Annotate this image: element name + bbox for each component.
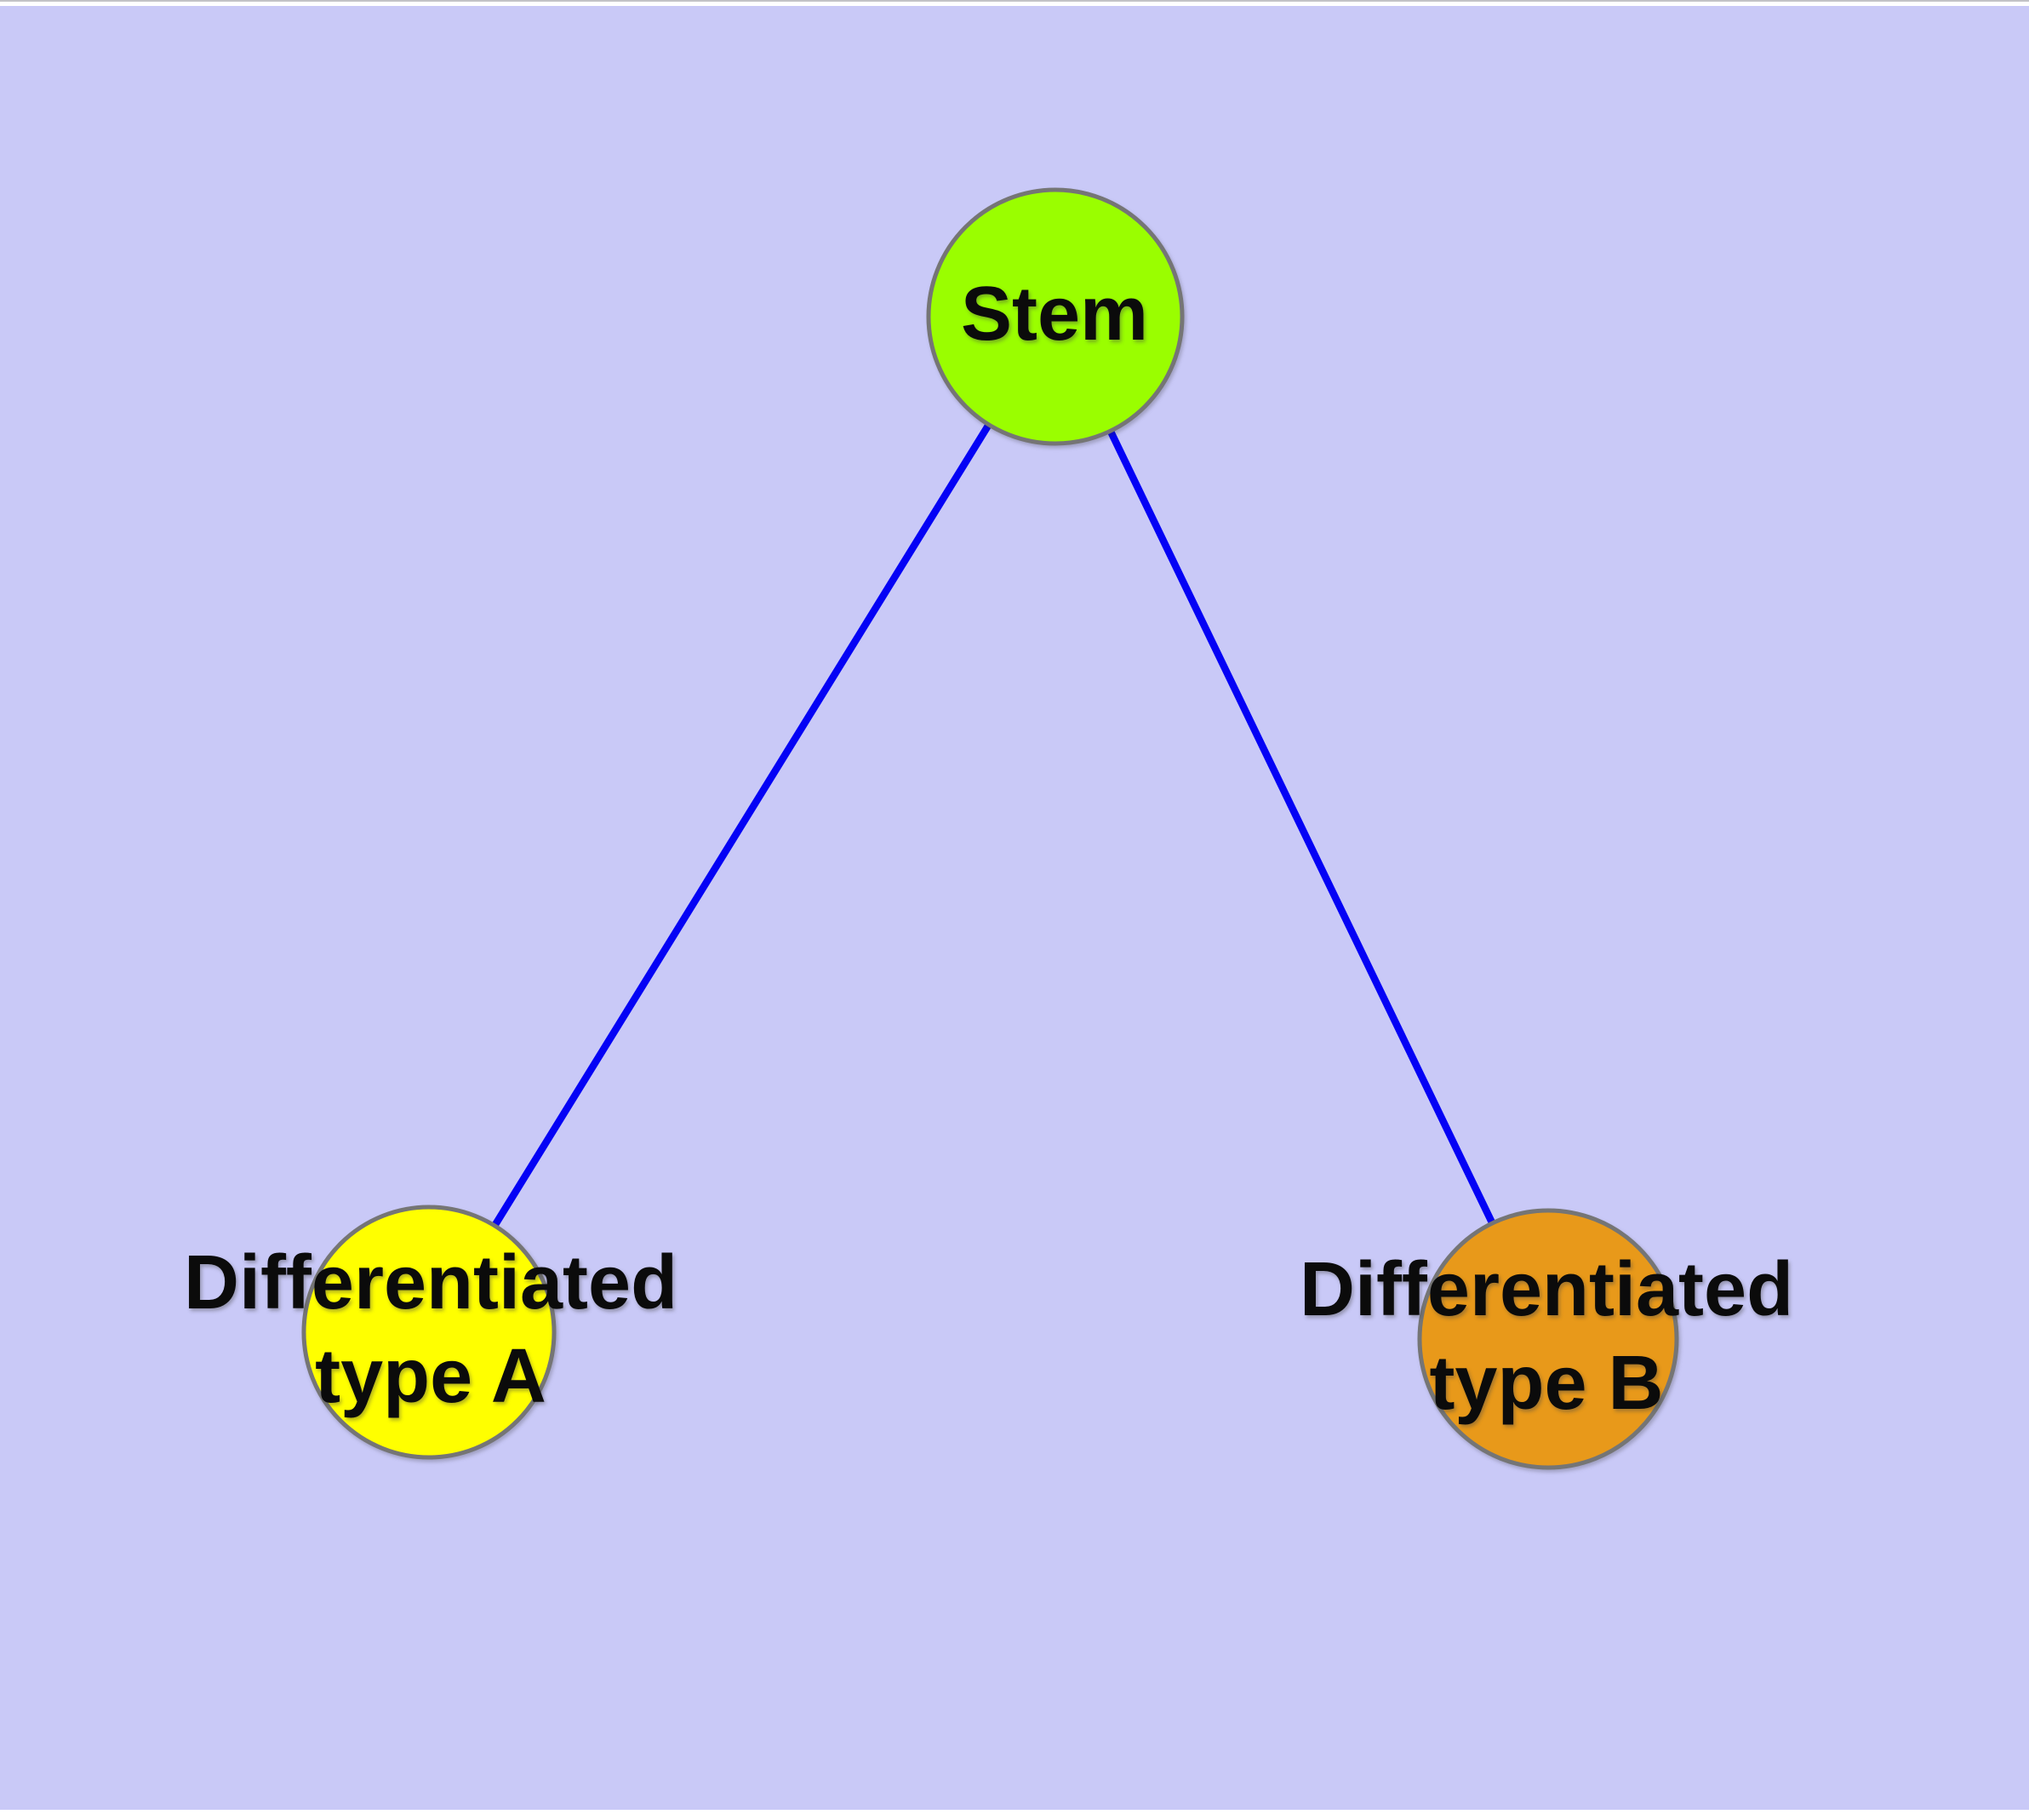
node-stem[interactable] [926, 187, 1185, 446]
top-edge-line [0, 0, 2029, 2]
edge-stem-to-type-b[interactable] [1051, 312, 1552, 1343]
node-differentiated-type-a[interactable] [301, 1205, 557, 1460]
edge-stem-to-type-a[interactable] [425, 312, 1060, 1336]
node-differentiated-type-b[interactable] [1417, 1208, 1679, 1470]
